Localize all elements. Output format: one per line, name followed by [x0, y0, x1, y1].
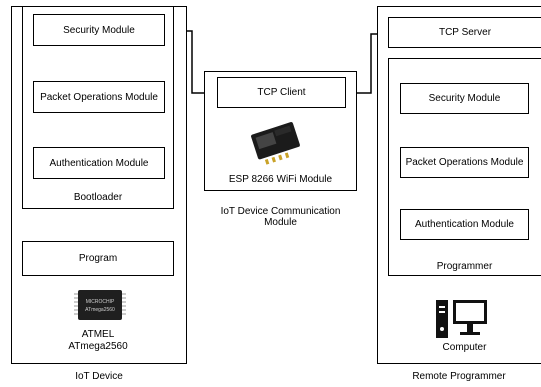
security-module-left: Security Module: [33, 14, 165, 46]
computer-icon: [436, 300, 487, 338]
chip-model-label: ATmega2560: [68, 341, 128, 352]
tcp-client-box: TCP Client: [217, 77, 346, 108]
authentication-module-right: Authentication Module: [400, 209, 529, 240]
wifi-module-label: ESP 8266 WiFi Module: [228, 174, 333, 185]
esp8266-board-icon: [251, 122, 300, 165]
svg-text:MICROCHIP: MICROCHIP: [86, 299, 115, 305]
svg-text:ATmega2560: ATmega2560: [85, 307, 115, 313]
packet-operations-module-left-label: Packet Operations Module: [40, 91, 158, 103]
tcp-client-label: TCP Client: [257, 87, 306, 98]
packet-operations-module-left: Packet Operations Module: [33, 81, 165, 113]
packet-operations-module-right: Packet Operations Module: [400, 147, 529, 178]
program-box: Program: [22, 241, 174, 276]
security-module-left-label: Security Module: [63, 24, 135, 36]
comm-module-caption-line2: Module: [264, 217, 297, 228]
program-label: Program: [78, 253, 118, 264]
computer-label: Computer: [442, 342, 487, 353]
packet-operations-module-right-label: Packet Operations Module: [405, 157, 524, 168]
iot-device-caption: IoT Device: [75, 371, 123, 382]
remote-programmer-caption: Remote Programmer: [412, 371, 506, 382]
comm-module-caption-line1: IoT Device Communication: [220, 206, 341, 217]
chip-brand-label: ATMEL: [81, 329, 115, 340]
bootloader-label: Bootloader: [73, 192, 123, 203]
tcp-server-label: TCP Server: [438, 27, 492, 38]
security-module-right: Security Module: [400, 83, 529, 114]
authentication-module-left: Authentication Module: [33, 147, 165, 179]
authentication-module-left-label: Authentication Module: [49, 157, 149, 169]
tcp-server-box: TCP Server: [388, 17, 541, 48]
atmega-chip-icon: MICROCHIP ATmega2560: [74, 290, 126, 320]
authentication-module-right-label: Authentication Module: [415, 219, 514, 230]
programmer-label: Programmer: [436, 261, 493, 272]
security-module-right-label: Security Module: [428, 93, 501, 104]
